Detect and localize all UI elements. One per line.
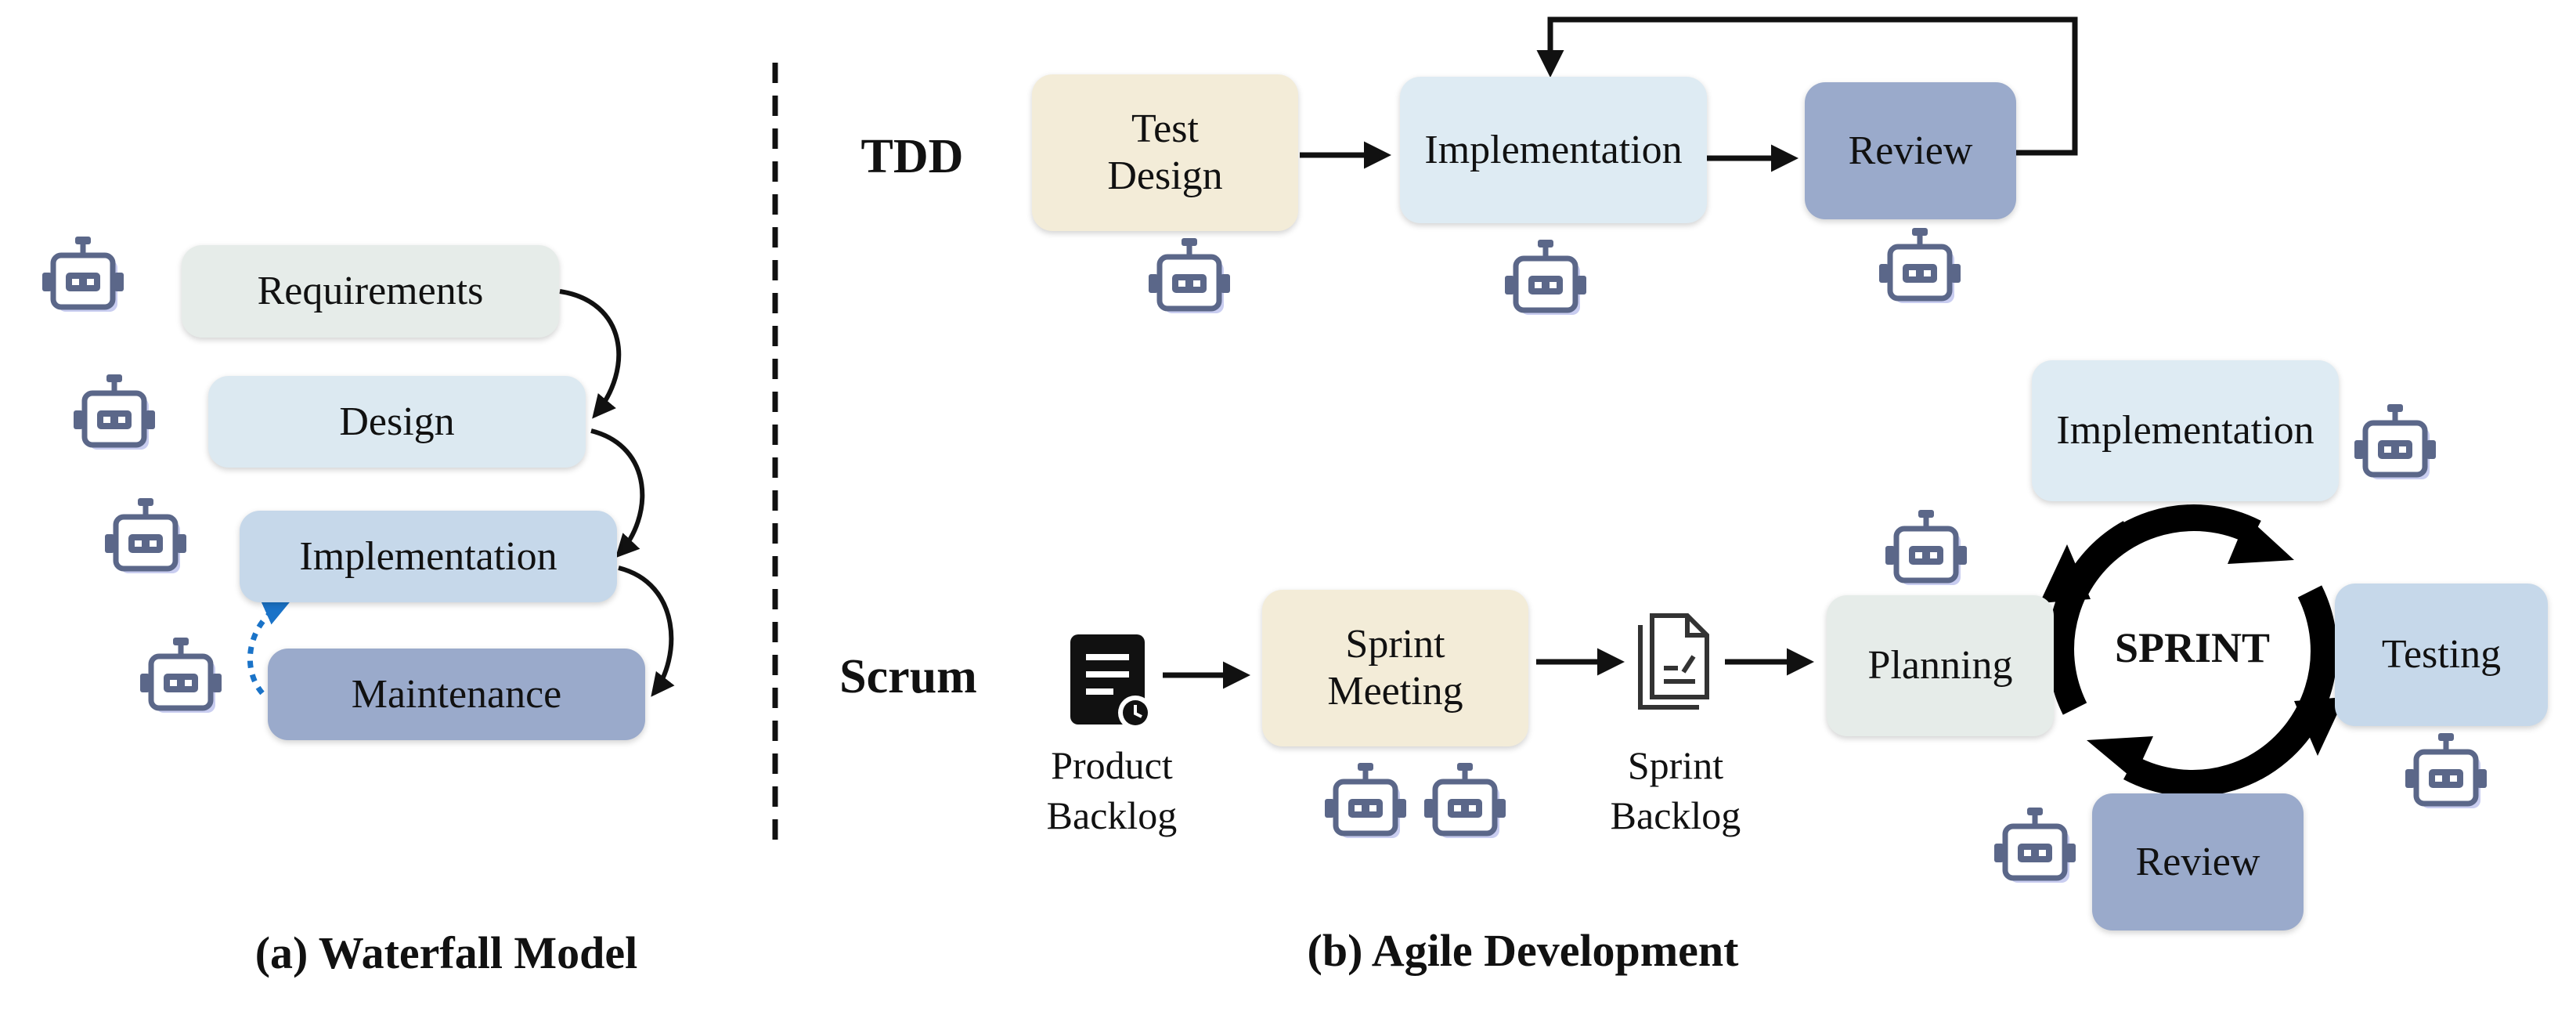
robot-icon [1421, 758, 1515, 852]
sprint-cycle-arrows [2047, 504, 2337, 797]
robot-icon [1145, 233, 1239, 327]
tdd-label: TDD [860, 130, 964, 183]
scrum-sprint-meeting-box: Sprint Meeting [1262, 590, 1528, 746]
robot-icon [2351, 399, 2445, 493]
sprint-review-box: Review [2092, 793, 2304, 930]
robot-icon [39, 232, 133, 326]
robot-icon [70, 370, 164, 464]
robot-icon [137, 633, 231, 727]
tdd-implementation-box: Implementation [1400, 77, 1707, 223]
arrow-design-implementation [590, 428, 645, 558]
waterfall-implementation-box: Implementation [240, 511, 617, 602]
sprint-implementation-box: Implementation [2032, 360, 2339, 501]
waterfall-caption: (a) Waterfall Model [254, 927, 638, 978]
sprint-testing-box: Testing [2335, 584, 2548, 726]
tdd-review-box: Review [1805, 82, 2016, 219]
robot-icon [1882, 505, 1976, 599]
robot-icon [102, 493, 196, 587]
robot-icon [1502, 235, 1596, 329]
waterfall-maintenance-box: Maintenance [268, 649, 645, 740]
product-backlog-label: Product Backlog [1046, 743, 1178, 837]
sprint-backlog-icon [1638, 613, 1709, 710]
scrum-label: Scrum [839, 650, 977, 703]
tdd-test-design-box: Test Design [1032, 74, 1298, 231]
arrow-implementation-maintenance [618, 566, 675, 697]
waterfall-design-box: Design [208, 376, 586, 468]
waterfall-requirements-box: Requirements [182, 245, 559, 338]
sprint-backlog-label: Sprint Backlog [1610, 743, 1741, 837]
robot-icon [2402, 728, 2496, 822]
sprint-cycle-arrowheads [2040, 517, 2345, 779]
arrow-review-loop [1536, 16, 2078, 156]
agile-caption: (b) Agile Development [1307, 925, 1739, 976]
robot-icon [1876, 223, 1970, 317]
robot-icon [1991, 803, 2085, 897]
sprint-center-label: SPRINT [2114, 624, 2271, 671]
product-backlog-icon [1070, 634, 1153, 730]
arrow-requirements-design [559, 289, 622, 419]
robot-icon [1322, 758, 1416, 852]
scrum-planning-box: Planning [1827, 595, 2054, 736]
